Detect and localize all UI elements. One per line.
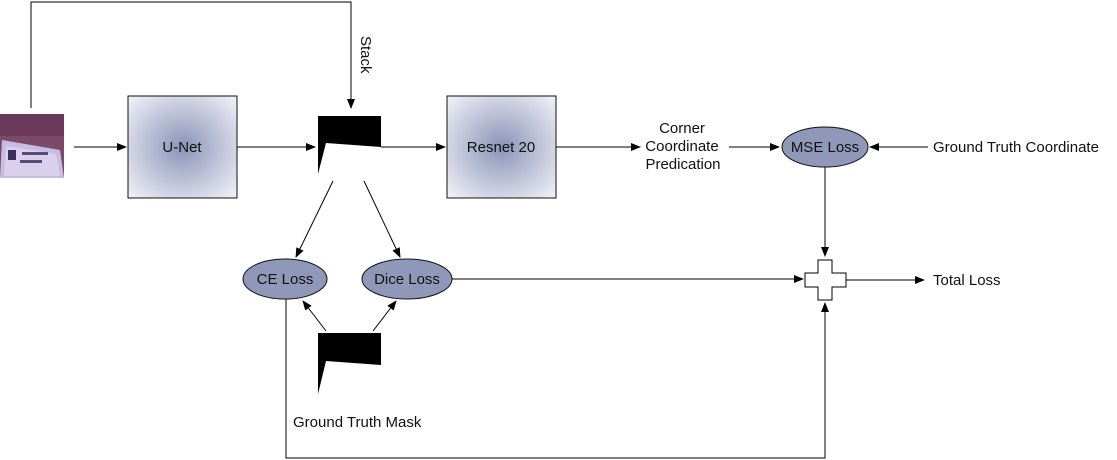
gtmask-to-ce-edge (302, 300, 327, 332)
ground-truth-mask-icon (318, 333, 381, 394)
unet-node: U-Net (127, 95, 238, 199)
dice-loss-label: Dice Loss (374, 271, 440, 288)
unet-label: U-Net (162, 139, 202, 156)
sum-plus-icon (804, 259, 847, 301)
mse-loss-node: MSE Loss (781, 126, 869, 168)
stack-label: Stack (357, 36, 374, 74)
gtmask-to-dice-edge (372, 300, 397, 332)
mse-loss-label: MSE Loss (791, 139, 859, 156)
corner-label-line1: Corner (659, 120, 705, 137)
ce-loss-node: CE Loss (242, 258, 328, 300)
gt-mask-label: Ground Truth Mask (293, 414, 422, 431)
gt-coordinate-label: Ground Truth Coordinate (933, 139, 1099, 156)
resnet-node: Resnet 20 (446, 95, 557, 199)
predicted-mask-icon (318, 116, 381, 174)
corner-label-line2: Coordinate (645, 138, 718, 155)
mask-to-dice-edge (363, 180, 401, 258)
total-loss-label: Total Loss (933, 272, 1001, 289)
mask-to-ce-edge (295, 180, 334, 258)
dice-loss-node: Dice Loss (361, 258, 453, 300)
stack-edge (30, 1, 355, 109)
resnet-label: Resnet 20 (467, 139, 535, 156)
input-image-icon (0, 114, 64, 178)
ce-loss-label: CE Loss (257, 271, 314, 288)
corner-label-line3: Predication (645, 156, 720, 173)
ce-to-sum-edge (285, 299, 829, 459)
